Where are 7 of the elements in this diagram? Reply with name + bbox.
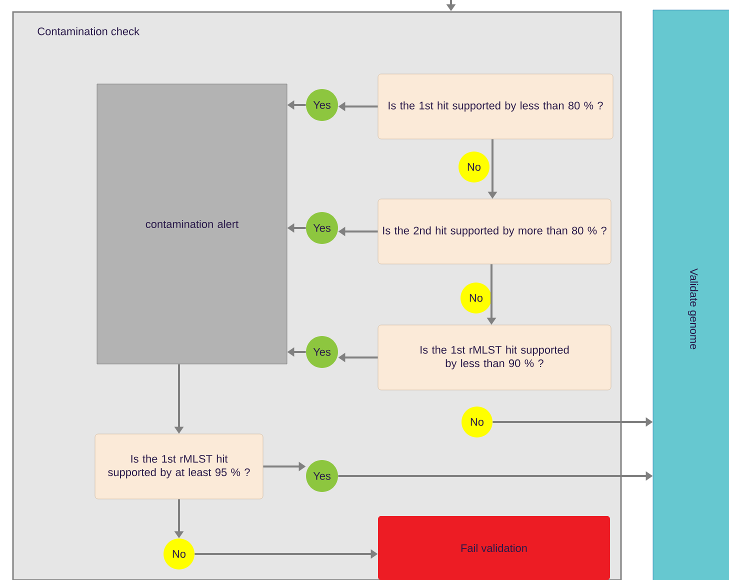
alert-box: contamination alert [96,84,288,364]
validate-band: Validate genome [652,10,729,580]
question-box: Is the 1st rMLST hit supported by less than 90 % ? [378,324,612,390]
question-box: Is the 1st rMLST hit supported by at least 95 % ? [94,434,264,500]
fail-box: Fail validation [378,516,610,580]
question-box: Is the 2nd hit supported by more than 80 % ? [378,198,612,264]
question-box: Is the 1st hit supported by less than 80 % ? [378,74,614,140]
